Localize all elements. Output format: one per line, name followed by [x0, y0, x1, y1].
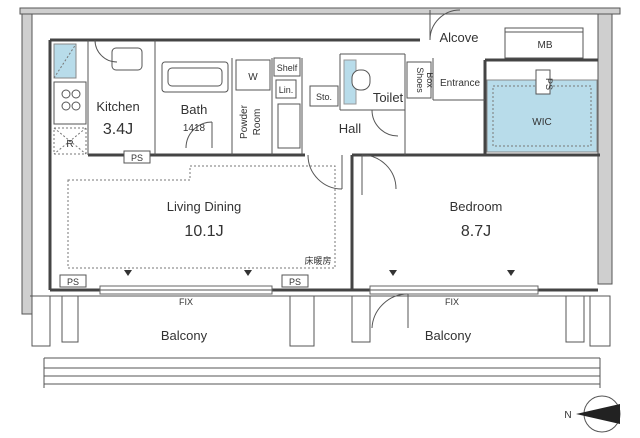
entrance-label: Entrance	[440, 78, 480, 89]
shoes-box-label-2: Box	[425, 72, 435, 88]
fix-window-right: FIX	[445, 297, 459, 307]
wic-label: WIC	[532, 117, 551, 128]
living-dining: Living Dining 10.1J 床暖房	[67, 165, 336, 276]
ps-wic-label: PS	[544, 78, 554, 90]
kitchen: R Kitchen 3.4J	[53, 39, 143, 155]
refrigerator-label: R	[66, 139, 73, 150]
bath-size: 1418	[183, 123, 206, 134]
ps-kitchen-label: PS	[131, 153, 143, 163]
kitchen-size: 3.4J	[103, 121, 133, 138]
balcony-right-label: Balcony	[425, 328, 472, 343]
shoes-box-label-1: Shoes	[415, 67, 425, 93]
bedroom: Bedroom 8.7J	[389, 199, 515, 276]
balcony: Balcony Balcony	[30, 295, 611, 388]
kitchen-label: Kitchen	[96, 99, 139, 114]
washer-label: W	[248, 72, 258, 83]
living-dining-label: Living Dining	[167, 199, 241, 214]
north-compass: N	[564, 395, 621, 433]
bedroom-size: 8.7J	[461, 223, 491, 240]
hall-label: Hall	[339, 121, 362, 136]
entry-zone: Sto. Toilet Shoes Box Entrance	[309, 53, 485, 155]
alcove-area: MB Alcove	[429, 9, 584, 59]
compass-north-label: N	[564, 410, 571, 421]
hall: Hall	[307, 121, 397, 195]
shelf-label: Shelf	[277, 63, 298, 73]
floor-heating-label: 床暖房	[304, 255, 331, 266]
meter-box-label: MB	[538, 40, 553, 51]
compass-arrow-icon	[576, 404, 620, 424]
fix-window-left: FIX	[179, 297, 193, 307]
walk-in-closet: WIC PS	[486, 69, 598, 153]
bath-label: Bath	[181, 102, 208, 117]
ps-living-label: PS	[67, 277, 79, 287]
powder-room-label-1: Powder	[239, 104, 250, 139]
linen-label: Lin.	[279, 85, 294, 95]
powder-room: W Powder Room	[235, 58, 273, 155]
balcony-windows: FIX FIX	[99, 285, 539, 329]
bedroom-label: Bedroom	[450, 199, 503, 214]
bath: Bath 1418	[154, 40, 233, 155]
shelf-linen: Shelf Lin.	[273, 57, 303, 155]
pipe-spaces: PS PS PS	[59, 150, 309, 288]
toilet-label: Toilet	[373, 90, 404, 105]
storage-label: Sto.	[316, 92, 332, 102]
balcony-left-label: Balcony	[161, 328, 208, 343]
living-dining-size: 10.1J	[184, 223, 223, 240]
powder-room-label-2: Room	[252, 109, 263, 136]
alcove-label: Alcove	[439, 30, 478, 45]
ps-center-label: PS	[289, 277, 301, 287]
